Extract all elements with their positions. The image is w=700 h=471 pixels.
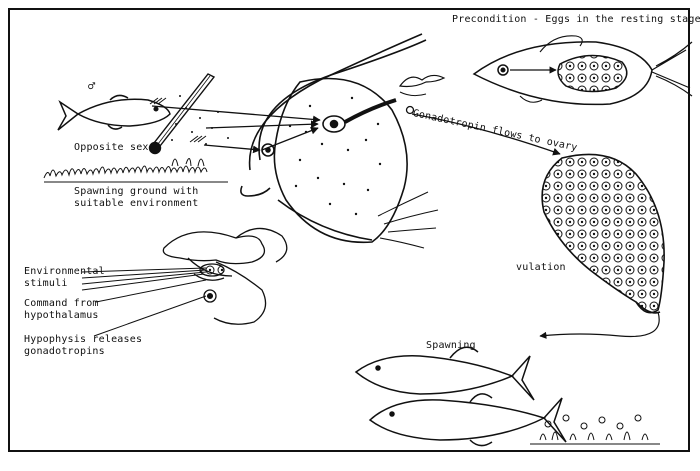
- brain-pointer-lines: [81, 267, 207, 337]
- brain-sketch: [162, 227, 288, 325]
- resting-stage-fish: [472, 35, 693, 106]
- label-precondition: Precondition - Eggs in the resting stage: [452, 14, 700, 25]
- label-command-hypothalamus: Command from hypothalamus: [24, 298, 99, 321]
- thermometer: [148, 73, 216, 155]
- label-spawning: Spawning: [426, 340, 476, 351]
- label-hypophysis-releases: Hypophysis releases gonadotropins: [24, 334, 143, 357]
- label-spawning-ground: Spawning ground with suitable environmen…: [74, 186, 199, 209]
- spawning-ground-grass: [43, 158, 228, 183]
- central-fish-head: [240, 33, 446, 249]
- ovary: [539, 153, 665, 339]
- spawning-eggs-plants: [530, 414, 660, 445]
- opposite-sex-fish: [57, 94, 171, 131]
- spawning-fish-pair: [354, 346, 567, 447]
- label-ovulation: vulation: [516, 262, 566, 273]
- male-symbol: ♂: [88, 79, 96, 93]
- gonadotropin-arrow: [405, 105, 561, 156]
- label-opposite-sex: Opposite sex: [74, 142, 149, 153]
- central-fish-dots: [288, 96, 382, 216]
- label-environmental-stimuli: Environmental stimuli: [24, 266, 105, 289]
